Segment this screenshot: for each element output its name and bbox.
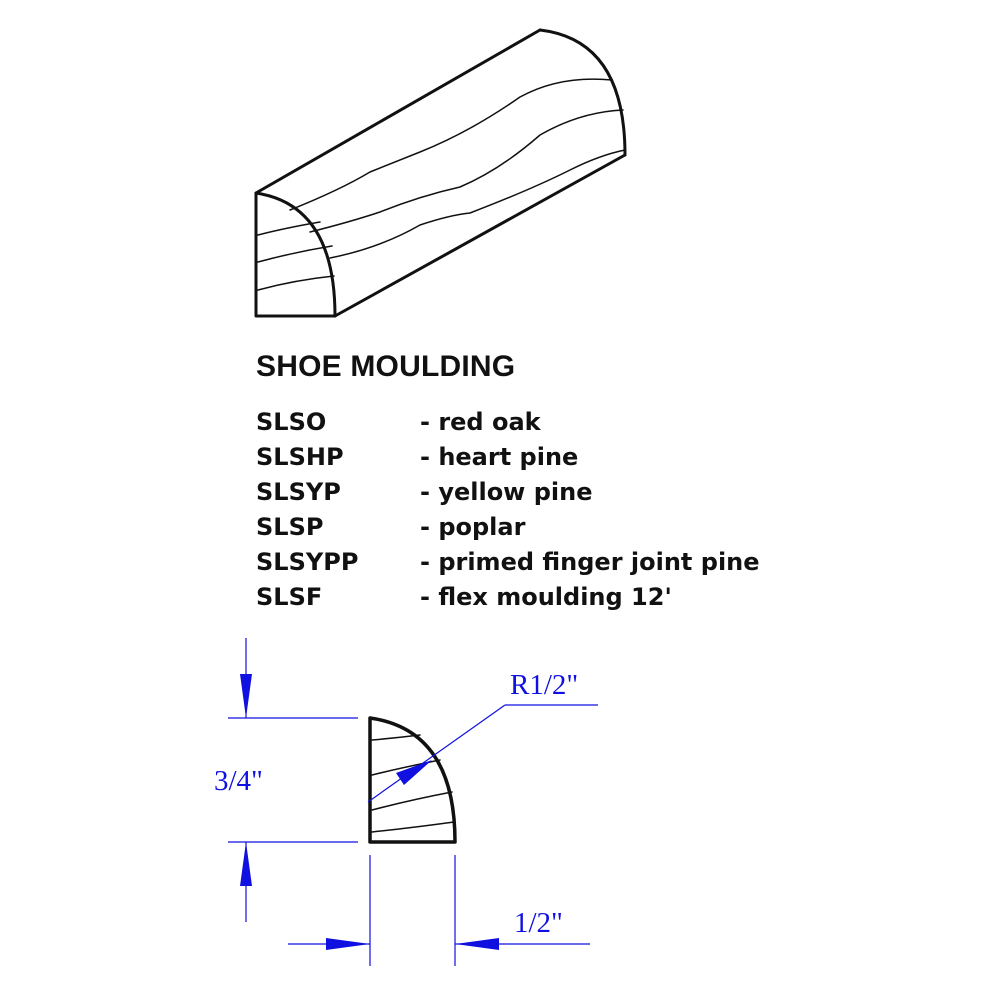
product-code: SLSF <box>256 583 323 611</box>
far-end-outline <box>538 28 627 157</box>
product-row: SLSO - red oak <box>256 405 760 440</box>
product-description: - yellow pine <box>420 478 593 506</box>
page-title: SHOE MOULDING <box>256 350 516 383</box>
front-grain-1 <box>257 221 321 236</box>
profile-grain-3 <box>371 791 453 811</box>
product-description: - red oak <box>420 408 541 436</box>
profile-outline <box>368 716 457 844</box>
width-label: 1/2" <box>514 907 563 939</box>
product-row: SLSF - flex moulding 12' <box>256 580 760 615</box>
grain-line-3 <box>329 149 626 259</box>
bottom-edge <box>333 153 627 318</box>
radius-arrow <box>396 760 432 785</box>
product-description: - primed finger joint pine <box>420 548 760 576</box>
product-code: SLSP <box>256 513 324 541</box>
top-edge <box>254 28 542 195</box>
height-arrow-top <box>240 674 252 718</box>
product-code: SLSYP <box>256 478 341 506</box>
radius-label: R1/2" <box>510 669 578 701</box>
profile-grain-4 <box>371 821 455 833</box>
product-description: - poplar <box>420 513 526 541</box>
product-code: SLSO <box>256 408 327 436</box>
moulding-isometric-drawing <box>254 28 627 318</box>
product-description: - heart pine <box>420 443 579 471</box>
grain-line-2 <box>309 109 624 233</box>
product-row: SLSYPP - primed finger joint pine <box>256 545 760 580</box>
width-arrow-right <box>455 938 499 950</box>
product-row: SLSYP - yellow pine <box>256 475 760 510</box>
product-code: SLSYPP <box>256 548 359 576</box>
profile-grain-2 <box>371 759 441 776</box>
product-code: SLSHP <box>256 443 344 471</box>
profile-grain-1 <box>371 734 421 741</box>
radius-leader <box>367 704 506 803</box>
front-face-outline <box>254 191 337 318</box>
height-arrow-bottom <box>240 842 252 886</box>
product-row: SLSP - poplar <box>256 510 760 545</box>
product-list: SLSO - red oak SLSHP - heart pine SLSYP … <box>256 405 760 615</box>
height-label: 3/4" <box>214 765 263 797</box>
grain-line-1 <box>289 78 613 211</box>
front-grain-2 <box>257 245 333 263</box>
product-row: SLSHP - heart pine <box>256 440 760 475</box>
width-arrow-left <box>326 938 370 950</box>
front-grain-3 <box>257 275 335 291</box>
product-description: - flex moulding 12' <box>420 583 672 611</box>
